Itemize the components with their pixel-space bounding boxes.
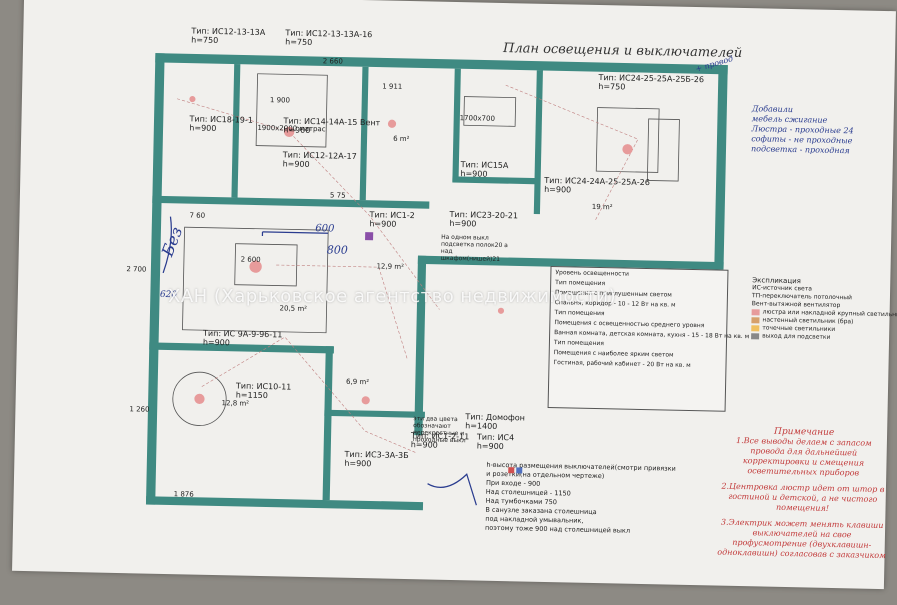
dim-7: 5 75 <box>329 191 346 200</box>
no-switch-note: На одном выкл подсветка полок20 а над шк… <box>440 233 508 263</box>
wall-room-v3 <box>452 68 461 182</box>
walls <box>145 53 728 511</box>
dim-11: 2 700 <box>126 265 147 274</box>
note-1: 1.Все выводы делаем с запасом провода дл… <box>736 435 872 478</box>
bathtub <box>463 96 517 127</box>
room-area-bedroom: 19 m² <box>591 202 613 212</box>
room-area-bath: 6 m² <box>393 134 410 144</box>
plan-sheet: План освещения и выключателей Тип: ИС12-… <box>12 0 897 590</box>
wall-lower-v <box>322 346 333 501</box>
floor-plan <box>145 53 728 511</box>
wall-room-v4 <box>533 70 543 215</box>
hw-600: 600 <box>315 223 335 235</box>
note-2: 2.Центровка люстр идет от штор в гостино… <box>721 481 885 513</box>
dim-2: 1 900 <box>269 96 291 105</box>
dim-3: 1 911 <box>382 82 403 91</box>
switch-symbol <box>516 467 523 474</box>
wall-room-v1 <box>231 64 241 198</box>
backlight-outlet-icon <box>751 332 760 339</box>
dim-8: 7 60 <box>189 211 206 220</box>
watermark: ХАН (Харьковское агентство недвижимости) <box>168 286 617 307</box>
wall-right-mid <box>417 255 724 271</box>
switch-lines <box>176 84 639 453</box>
living-zone <box>182 226 329 334</box>
dining-table <box>172 371 227 426</box>
two-colors-note: эти два цвета обозначают перекрестные и … <box>412 415 466 445</box>
wall-center-vert <box>414 255 427 436</box>
switch-symbol <box>365 232 374 241</box>
pen-marks <box>162 216 477 506</box>
room-area-kitchen: 12,8 m² <box>221 399 250 408</box>
wall-lower-h <box>149 342 334 354</box>
dim-4: 1700х700 <box>459 114 496 123</box>
wall-top <box>155 53 728 75</box>
fixtures <box>189 95 633 405</box>
wall-room-h2 <box>324 409 425 418</box>
dim-9: 1 876 <box>173 490 194 499</box>
bed-right <box>595 107 660 173</box>
sconce-icon <box>751 316 760 323</box>
wall-left <box>145 53 165 505</box>
furniture <box>172 73 680 426</box>
legend-line-9: Гостиная, рабочий кабинет - 20 Вт на кв.… <box>553 359 691 369</box>
wall-right-top <box>714 64 728 271</box>
hw-right-block: Добавили мебель сжигание Люстра - проход… <box>750 104 854 156</box>
hw-800: 800 <box>326 243 348 257</box>
room-area-corridor: 6,9 m² <box>345 377 370 387</box>
room-area-hall: 12,9 m² <box>376 262 405 271</box>
note-3: 3.Электрик может менять клавиши выключат… <box>717 517 886 561</box>
dim-1: 2 660 <box>322 57 343 66</box>
notes-block: Примечание 1.Все выводы делаем с запасом… <box>716 426 889 562</box>
sofa <box>234 243 298 287</box>
dim-6: 2 600 <box>240 255 261 264</box>
wall-bottom <box>145 496 424 511</box>
switch-symbol <box>508 467 515 474</box>
bed-left <box>255 73 328 148</box>
dim-10: 1 260 <box>129 405 150 414</box>
spotlight-icon <box>751 324 760 331</box>
chandelier-icon <box>751 308 760 315</box>
wall-room-v2 <box>359 66 369 201</box>
wall-mid-h <box>152 195 430 209</box>
wardrobe <box>646 118 680 182</box>
dim-5: 1900х2000 матрас <box>257 123 326 134</box>
wall-room-h1 <box>452 176 540 185</box>
explication: Экспликация ИС-источник света ТП-переклю… <box>751 276 897 343</box>
